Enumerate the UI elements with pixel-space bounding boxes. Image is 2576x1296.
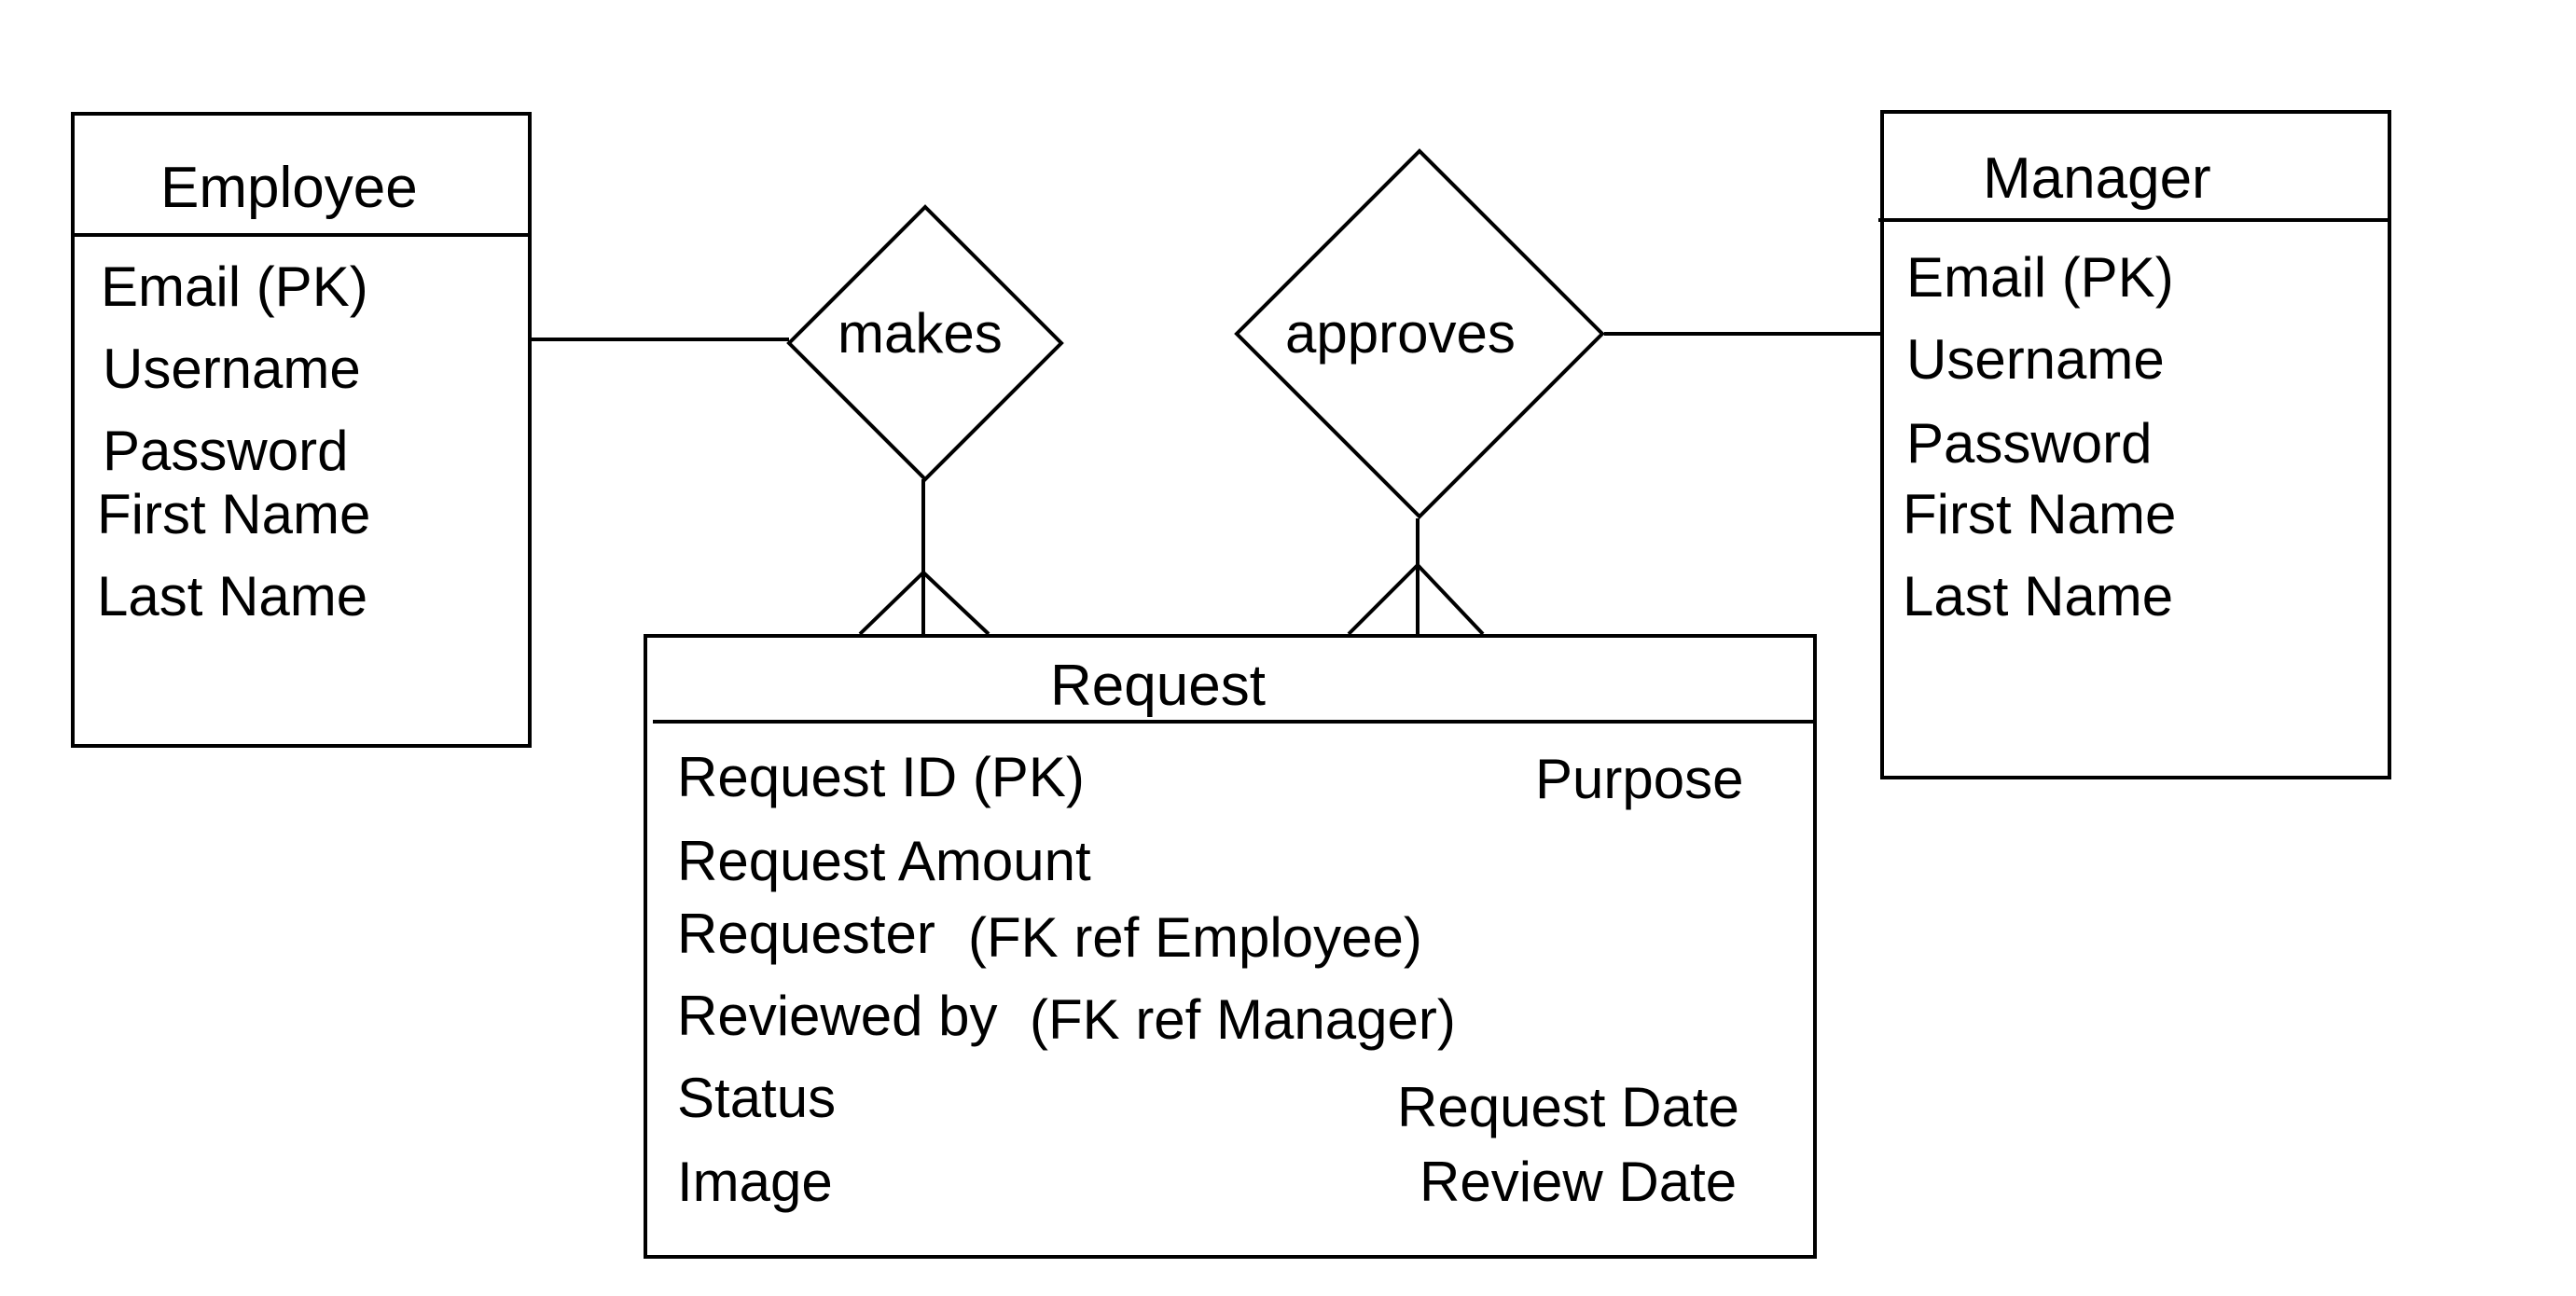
request-attr-request-amount: Request Amount [677, 830, 1091, 892]
request-attr-request-id: Request ID (PK) [677, 746, 1085, 808]
makes-crowfoot-right [921, 571, 990, 636]
makes-label: makes [838, 302, 1003, 365]
manager-attr-last-name: Last Name [1903, 565, 2173, 627]
employee-attr-email: Email (PK) [101, 255, 368, 318]
employee-attr-username: Username [103, 338, 361, 400]
request-box [644, 634, 1817, 1259]
manager-attr-first-name: First Name [1903, 483, 2176, 545]
approves-crowfoot-left [1347, 563, 1420, 636]
makes-relationship: makes [786, 204, 1064, 482]
request-attr-request-date: Request Date [1397, 1076, 1739, 1138]
request-title: Request [1050, 654, 1266, 718]
employee-attr-first-name: First Name [97, 483, 370, 545]
employee-attr-password: Password [103, 420, 348, 482]
request-attr-purpose: Purpose [1535, 748, 1743, 810]
request-attr-review-date: Review Date [1420, 1151, 1737, 1213]
request-attr-reviewed-by: Reviewed by [677, 985, 998, 1047]
makes-diamond [786, 204, 1064, 482]
approves-label: approves [1285, 302, 1516, 365]
approves-crowfoot-right [1416, 563, 1485, 636]
manager-title: Manager [1983, 146, 2211, 211]
request-attr-requester-fk: (FK ref Employee) [968, 906, 1422, 969]
manager-attr-email: Email (PK) [1906, 246, 2174, 309]
manager-attr-password: Password [1906, 412, 2152, 475]
approves-diamond [1234, 148, 1605, 519]
manager-box [1880, 110, 2391, 779]
approves-relationship: approves [1234, 148, 1605, 519]
makes-crowfoot-left [858, 571, 925, 636]
manager-attr-username: Username [1906, 328, 2165, 391]
employee-title: Employee [160, 156, 418, 220]
employee-attr-last-name: Last Name [97, 565, 367, 627]
employee-entity: Employee Email (PK) Username Password Fi… [71, 112, 532, 748]
request-attr-status: Status [677, 1067, 836, 1129]
employee-box [71, 112, 532, 748]
request-attr-reviewed-by-fk: (FK ref Manager) [1030, 988, 1456, 1051]
manager-entity: Manager Email (PK) Username Password Fir… [1878, 110, 2391, 779]
request-entity: Request Request ID (PK) Purpose Request … [644, 634, 1817, 1259]
request-attr-image: Image [677, 1151, 833, 1213]
request-attr-requester: Requester [677, 903, 935, 965]
